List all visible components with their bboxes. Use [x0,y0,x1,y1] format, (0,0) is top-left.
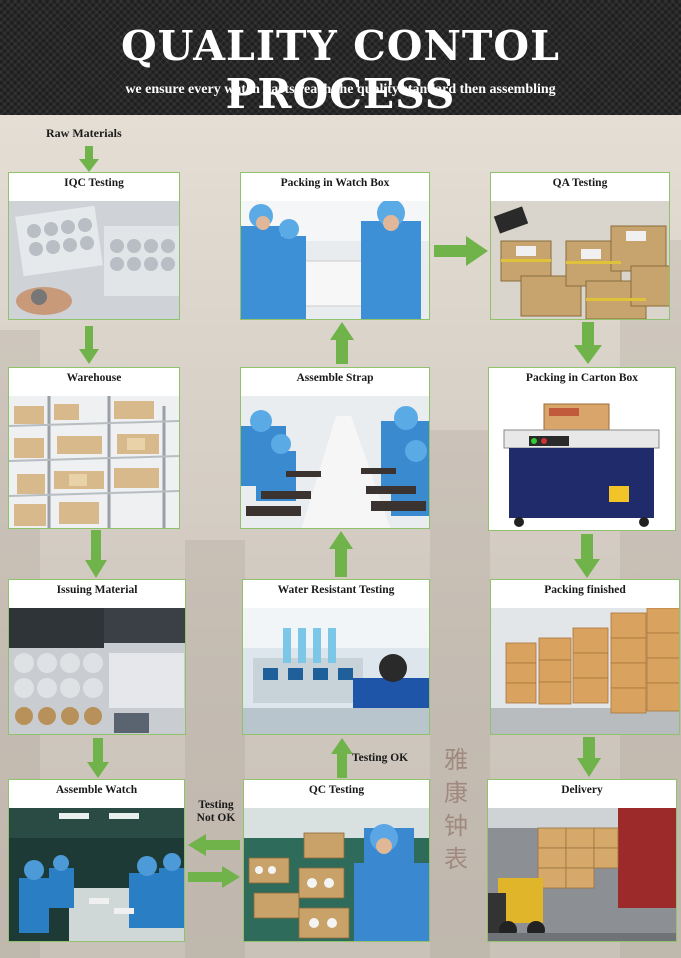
step-packing-in-carton-box: Packing in Carton Box [488,367,676,531]
packing-finished-photo [491,608,679,734]
watermark-char: 康 [444,779,468,807]
watermark-char: 钟 [444,812,468,840]
arrow-down-finished-to-delivery [577,737,601,777]
arrow-down-raw-to-iqc [79,146,99,172]
step-title: Water Resistant Testing [277,584,395,596]
arrow-down-issuing-to-assemble-watch [87,738,109,778]
arrow-left-qc-to-assemble-watch [188,834,240,856]
step-title: Packing in Carton Box [525,372,639,384]
issuing-material-photo [9,608,185,734]
step-warehouse: Warehouse [8,367,180,529]
step-title: QC Testing [308,784,365,796]
testing-not-ok-line1: Testing [198,799,234,811]
arrow-up-strap-to-watch-box [330,322,354,364]
step-qa-testing: QA Testing [490,172,670,320]
brand-watermark: 雅 康 钟 表 [441,744,471,876]
raw-materials-label: Raw Materials [46,126,122,140]
arrow-down-qa-to-carton [574,322,602,364]
step-title: Delivery [561,784,603,796]
arrow-right-assemble-watch-to-qc [188,866,240,888]
qc-testing-photo [244,808,429,941]
packing-watch-box-photo [241,201,429,319]
step-delivery: Delivery [487,779,677,942]
header-banner: QUALITY CONTOL PROCESS we ensure every w… [0,0,681,118]
water-resistant-photo [243,608,429,734]
page-title: QUALITY CONTOL PROCESS [121,22,560,118]
step-packing-in-watch-box: Packing in Watch Box [240,172,430,320]
warehouse-photo [9,396,179,528]
watermark-char: 雅 [444,746,468,774]
arrow-up-water-to-strap [329,531,353,577]
packing-carton-photo [489,396,675,530]
assemble-watch-photo [9,808,184,941]
step-title: Assemble Watch [55,784,138,796]
background-building [185,540,245,958]
delivery-photo [488,808,676,941]
step-title: QA Testing [552,177,608,189]
arrow-down-carton-to-finished [574,534,600,578]
step-qc-testing: QC Testing [243,779,430,942]
step-iqc-testing: IQC Testing [8,172,180,320]
iqc-photo [9,201,179,319]
step-issuing-material: Issuing Material [8,579,186,735]
step-title: Assemble Strap [296,372,374,384]
testing-ok-label: Testing OK [352,752,409,764]
arrow-down-iqc-to-warehouse [79,326,99,364]
assemble-strap-photo [241,396,429,528]
background-building [430,430,490,958]
watermark-char: 表 [444,845,468,873]
testing-not-ok-label: Testing Not OK [192,799,240,825]
step-title: IQC Testing [64,177,124,189]
step-title: Issuing Material [56,584,138,596]
arrow-up-qc-to-water-resistant [331,738,353,778]
arrow-down-warehouse-to-issuing [85,530,107,578]
step-water-resistant-testing: Water Resistant Testing [242,579,430,735]
step-title: Packing in Watch Box [280,177,390,189]
arrow-right-watch-box-to-qa [434,236,488,266]
step-title: Warehouse [66,372,122,384]
step-title: Packing finished [544,584,626,596]
testing-not-ok-line2: Not OK [196,812,236,824]
step-assemble-strap: Assemble Strap [240,367,430,529]
page-subtitle: we ensure every watch parts reach the qu… [125,82,556,97]
step-packing-finished: Packing finished [490,579,680,735]
qa-testing-photo [491,201,669,319]
step-assemble-watch: Assemble Watch [8,779,185,942]
